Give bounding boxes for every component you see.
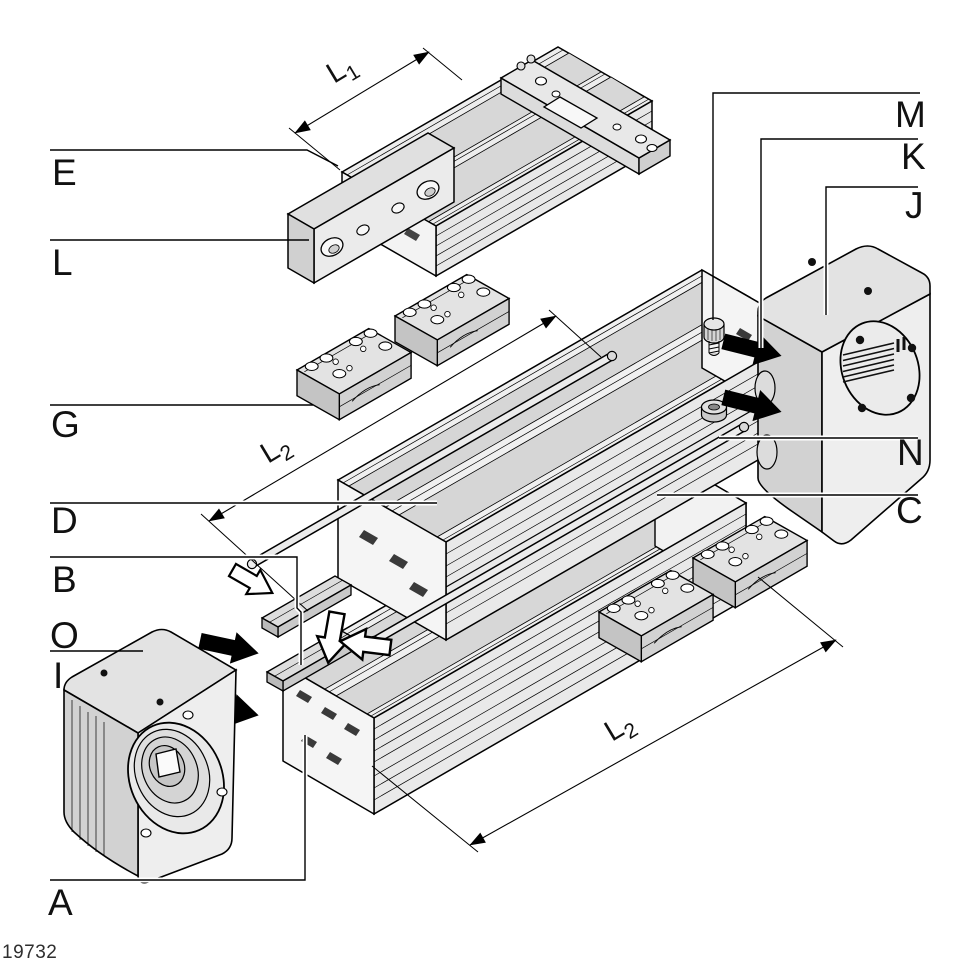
callout-label-I: I	[53, 655, 63, 696]
vent-slots	[842, 342, 895, 383]
leader-M	[712, 92, 920, 320]
figure-number: 19732	[2, 942, 57, 963]
callout-label-N: N	[897, 432, 924, 473]
end-plate-screw	[526, 54, 536, 64]
callout-label-C: C	[896, 490, 923, 531]
shaft-bore	[155, 748, 181, 778]
leader-A	[50, 735, 306, 881]
washer	[700, 399, 728, 423]
end-plate-screw	[516, 61, 526, 71]
callout-label-E: E	[52, 152, 77, 193]
leader-K	[760, 138, 918, 348]
callout-labels: E L G D B O I A M K J N C	[48, 94, 926, 923]
screw	[703, 317, 725, 356]
leader-J	[825, 186, 918, 315]
drive-unit-right	[754, 245, 931, 545]
callout-leaders	[50, 92, 920, 883]
callout-label-D: D	[51, 500, 78, 541]
carriage	[296, 327, 412, 421]
dimension-label-l2-upper: L2	[255, 428, 298, 474]
leader-B	[50, 556, 302, 665]
callout-label-O: O	[50, 615, 79, 656]
callout-label-A: A	[48, 882, 73, 923]
dimension-label-l1: L1	[321, 48, 364, 94]
dimension-label-l2-lower: L2	[599, 706, 642, 752]
callout-label-L: L	[52, 242, 73, 283]
callout-label-M: M	[895, 94, 926, 135]
clamp-plate	[286, 132, 456, 285]
leader-E	[50, 149, 339, 167]
end-plate	[499, 54, 672, 176]
callout-label-B: B	[52, 559, 77, 600]
callout-label-G: G	[51, 404, 80, 445]
carriage	[394, 273, 510, 367]
dimension-l2-upper: L2	[200, 309, 602, 612]
motor-unit-left	[63, 628, 238, 884]
rail-strip	[260, 575, 353, 639]
callout-label-J: J	[905, 185, 924, 226]
callout-label-K: K	[901, 136, 926, 177]
